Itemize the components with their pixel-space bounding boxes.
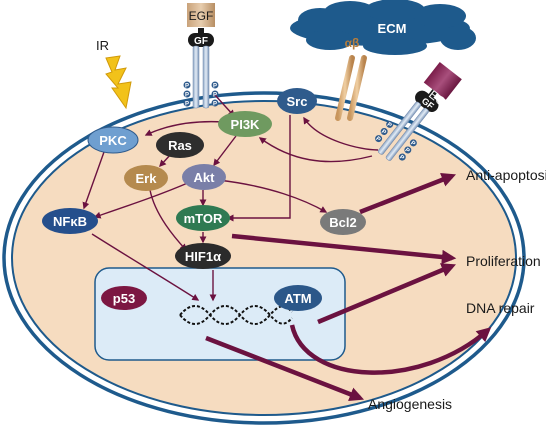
arrow-egfr-to-pi3k: [214, 94, 235, 118]
node-mtor: mTOR: [176, 205, 230, 231]
node-pkc-label: PKC: [99, 133, 127, 148]
arrow-akt-to-bcl2: [217, 179, 328, 213]
phosphate-label: P: [213, 92, 217, 98]
arrow-bcl2-to-anti-apoptosis: [359, 172, 457, 215]
node-akt-label: Akt: [194, 170, 216, 185]
node-p53: p53: [101, 286, 147, 310]
node-src: Src: [277, 88, 317, 114]
arrow-dna-to-dna-repair: [289, 324, 492, 375]
phosphate-label: P: [185, 83, 189, 89]
node-p53-label: p53: [113, 291, 135, 306]
phosphate-label: P: [380, 129, 387, 136]
node-atm-label: ATM: [284, 291, 311, 306]
phosphate-label: P: [185, 92, 189, 98]
phosphate-label: P: [409, 140, 416, 147]
phosphate-label: P: [213, 83, 217, 89]
integrin-receptor: [335, 55, 367, 121]
arrow-egfr-right-to-pi3k: [258, 137, 373, 163]
gf-top-label: GF: [194, 36, 208, 47]
arrow-akt-to-nfkb: [93, 181, 191, 219]
node-erk-label: Erk: [136, 171, 158, 186]
nucleus: [94, 267, 346, 361]
arrow-pkc-to-nfkb: [82, 151, 105, 210]
ecm-cloud: [290, 0, 476, 55]
arrow-egfr-right-to-src: [303, 116, 379, 151]
phosphate-label: P: [398, 154, 405, 161]
dna-helix: [179, 305, 293, 325]
node-mtor-label: mTOR: [184, 211, 223, 226]
arrow-atm-to-proliferation: [317, 263, 456, 325]
phosphate-label: P: [213, 101, 217, 107]
arrow-erk-to-hif1a: [149, 189, 187, 252]
egf-receptor-right: [375, 61, 462, 161]
outcome-proliferation: Proliferation: [466, 253, 541, 269]
node-pi3k: PI3K: [218, 111, 272, 137]
alpha-beta-label: αβ: [345, 36, 360, 50]
egf-receptor-top: [183, 3, 219, 109]
node-erk: Erk: [124, 165, 168, 191]
ecm-label: ECM: [378, 21, 407, 36]
node-ras: Ras: [156, 132, 204, 158]
node-hif1a-label: HIF1α: [185, 249, 221, 264]
outcome-dna-repair: DNA repair: [466, 300, 535, 316]
arrow-dna-to-angiogenesis: [205, 335, 365, 402]
node-ras-label: Ras: [168, 138, 192, 153]
node-hif1a: HIF1α: [175, 243, 231, 269]
outcome-anti-apoptosis: Anti-apoptosis: [466, 167, 546, 183]
node-bcl2: Bcl2: [320, 209, 366, 235]
node-nfkb-label: NFκB: [53, 214, 87, 229]
phosphate-label: P: [404, 147, 411, 154]
phosphate-label: P: [385, 122, 392, 129]
arrow-pi3k-to-pkc: [144, 120, 225, 136]
phosphate-label: P: [185, 101, 189, 107]
node-bcl2-label: Bcl2: [329, 215, 356, 230]
ir-lightning-icon: [105, 55, 132, 110]
outcome-angiogenesis: Angiogenesis: [368, 396, 452, 412]
ir-label: IR: [96, 38, 109, 53]
phosphate-label: P: [374, 136, 381, 143]
node-akt: Akt: [182, 164, 226, 190]
node-nfkb: NFκB: [42, 208, 98, 234]
arrow-pi3k-to-akt: [213, 135, 237, 167]
arrow-nfkb-to-dna: [91, 233, 200, 301]
node-pkc: PKC: [87, 126, 139, 154]
arrow-hif1a-to-proliferation: [231, 233, 457, 265]
node-atm: ATM: [274, 285, 322, 311]
arrow-src-to-mtor: [226, 115, 291, 222]
node-pi3k-label: PI3K: [231, 117, 261, 132]
node-src-label: Src: [287, 94, 308, 109]
egf-top-label: EGF: [189, 9, 214, 23]
